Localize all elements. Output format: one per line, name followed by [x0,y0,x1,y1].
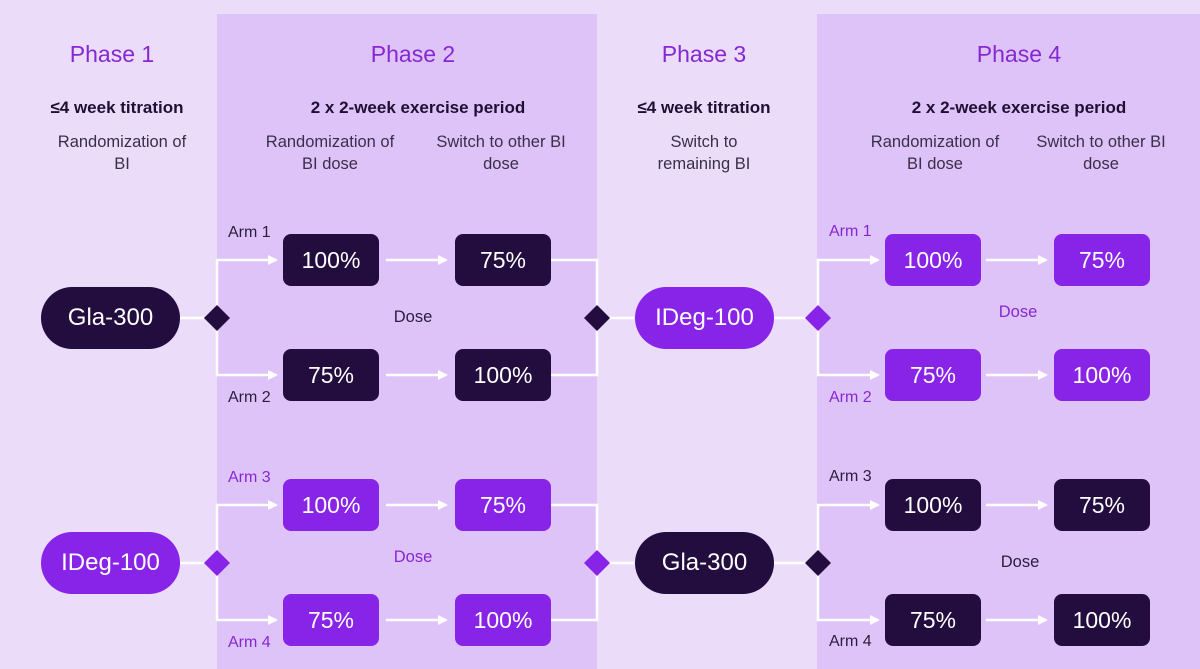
dose-box-arm3-p4-100: 100% [885,479,981,531]
arm-3-label-p4: Arm 3 [829,468,872,485]
phase-1-title: Phase 1 [69,41,155,67]
arm-2-label-p2: Arm 2 [228,389,271,406]
dose-label-bottom-p4: Dose [1000,553,1040,571]
phase-3-description: Switch to remaining BI [657,133,751,173]
arm-3-label-p2: Arm 3 [228,469,271,486]
randomization-diamond-top-p3 [805,305,831,331]
switch-diamond-top-p2 [584,305,610,331]
phase-3-title: Phase 3 [661,41,747,67]
randomization-diamond-bottom-p1 [204,550,230,576]
dose-box-arm2-p2-75: 75% [283,349,379,401]
phase-1-description: Randomization of BI [57,133,187,173]
dose-box-arm3-p2-75: 75% [455,479,551,531]
arm-4-label-p2: Arm 4 [228,634,271,651]
dose-box-arm2-p4-100: 100% [1054,349,1150,401]
dose-label-top-p2: Dose [393,308,433,326]
dose-box-arm1-p4-75: 75% [1054,234,1150,286]
dose-box-arm4-p4-100: 100% [1054,594,1150,646]
phase-4-title: Phase 4 [976,41,1062,67]
phase-2-band [217,14,597,669]
phase-4-description-switch: Switch to other BI dose [1036,133,1166,173]
arm-1-label-p4: Arm 1 [829,223,872,240]
arm-1-label-p2: Arm 1 [228,224,271,241]
dose-box-arm1-p2-100: 100% [283,234,379,286]
dose-box-arm2-p4-75: 75% [885,349,981,401]
switch-diamond-bottom-p2 [584,550,610,576]
start-node-gla300: Gla-300 [41,287,180,349]
phase-4-band [817,14,1200,669]
dose-box-arm4-p4-75: 75% [885,594,981,646]
randomization-diamond-top-p1 [204,305,230,331]
dose-label-bottom-p2: Dose [393,548,433,566]
dose-box-arm1-p4-100: 100% [885,234,981,286]
phase-3-subtitle: ≤4 week titration [637,98,771,117]
dose-box-arm1-p2-75: 75% [455,234,551,286]
switch-node-gla300: Gla-300 [635,532,774,594]
arm-4-label-p4: Arm 4 [829,633,872,650]
phase-2-description-switch: Switch to other BI dose [436,133,566,173]
phase-2-description-randomize: Randomization of BI dose [265,133,395,173]
dose-box-arm3-p2-100: 100% [283,479,379,531]
arm-2-label-p4: Arm 2 [829,389,872,406]
randomization-diamond-bottom-p3 [805,550,831,576]
dose-box-arm3-p4-75: 75% [1054,479,1150,531]
phase-2-subtitle: 2 x 2-week exercise period [310,98,526,117]
dose-box-arm4-p2-75: 75% [283,594,379,646]
phase-2-title: Phase 2 [370,41,456,67]
switch-node-ideg100: IDeg-100 [635,287,774,349]
start-node-ideg100: IDeg-100 [41,532,180,594]
dose-box-arm2-p2-100: 100% [455,349,551,401]
phase-4-description-randomize: Randomization of BI dose [870,133,1000,173]
phase-1-subtitle: ≤4 week titration [50,98,184,117]
dose-label-top-p4: Dose [998,303,1038,321]
phase-4-subtitle: 2 x 2-week exercise period [911,98,1127,117]
dose-box-arm4-p2-100: 100% [455,594,551,646]
